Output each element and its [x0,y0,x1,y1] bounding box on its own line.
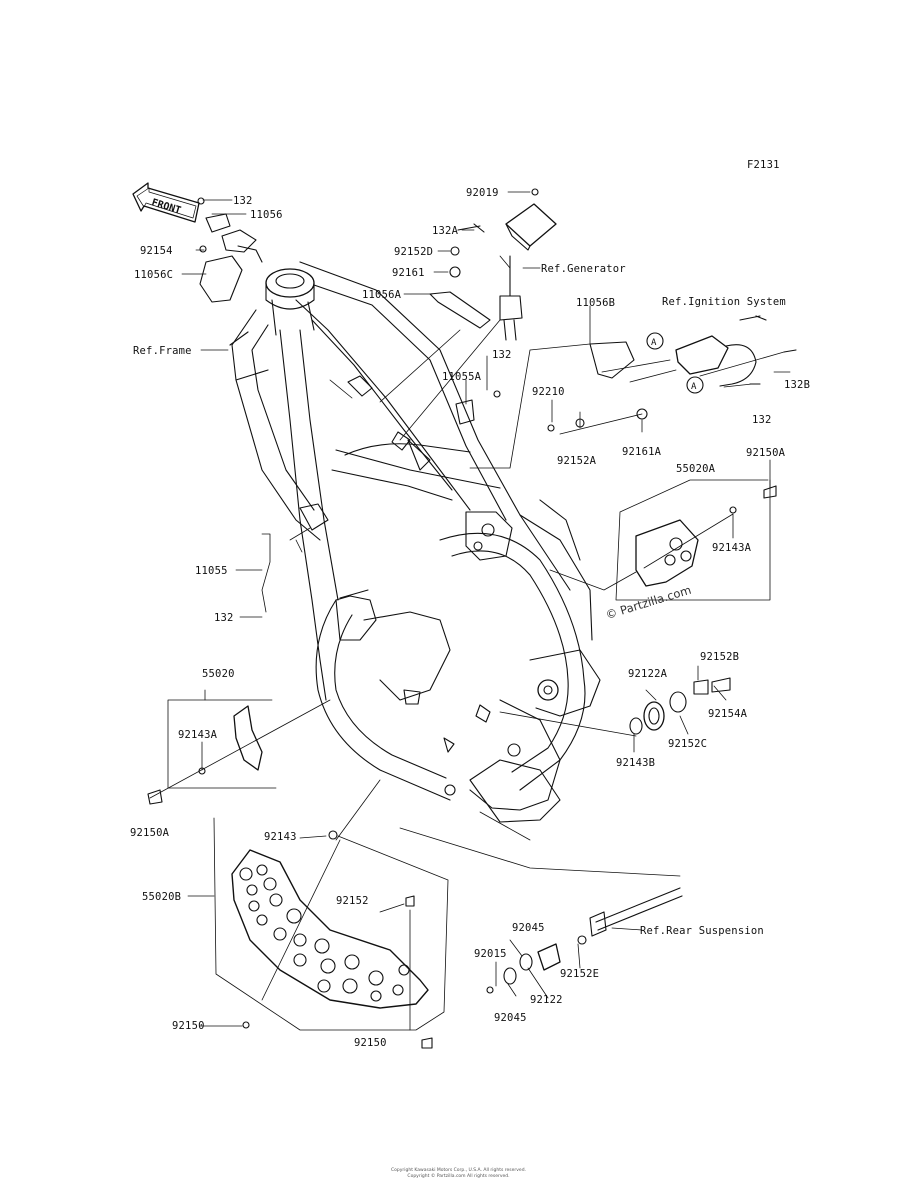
label-92152: 92152 [336,895,369,907]
label-11056b: 11056B [576,297,616,309]
label-92152c: 92152C [668,738,708,750]
label-132-right: 132 [752,414,772,426]
label-55020a: 55020A [676,463,716,475]
label-92143: 92143 [264,831,297,843]
front-arrow-icon: FRONT [132,182,200,223]
callout-a-bottom: A [691,382,697,392]
label-11056: 11056 [250,209,283,221]
label-92122: 92122 [530,994,563,1006]
label-11056a: 11056A [362,289,402,301]
label-92154a: 92154A [708,708,748,720]
label-92019: 92019 [466,187,499,199]
footer-copyright-1: Copyright Kawasaki Motors Corp., U.S.A. … [391,1168,526,1173]
label-132a: 132A [432,225,459,237]
ignition-assembly: A A [455,315,797,432]
rear-suspension-parts [486,887,683,994]
engine-guard-55020 [147,705,263,805]
label-92152b: 92152B [700,651,740,663]
label-92152a: 92152A [557,455,597,467]
label-ref-generator: Ref.Generator [541,263,626,275]
leader-lines [149,191,791,1031]
label-ref-frame: Ref.Frame [133,345,192,357]
label-55020: 55020 [202,668,235,680]
label-92045-bottom: 92045 [494,1012,527,1024]
pivot-parts [629,677,731,735]
label-132-mid: 132 [492,349,512,361]
motorcycle-frame [229,261,601,823]
label-92210: 92210 [532,386,565,398]
label-92150-bottom: 92150 [354,1037,387,1049]
label-92015: 92015 [474,948,507,960]
figure-id: F2131 [747,159,780,171]
skid-plate-55020b [231,830,433,1049]
label-ref-ignition: Ref.Ignition System [662,296,786,308]
label-92122a: 92122A [628,668,668,680]
label-92154: 92154 [140,245,173,257]
label-92161a: 92161A [622,446,662,458]
front-bracket-assembly [197,197,263,303]
engine-guard-55020a [635,485,777,587]
label-92150a-right: 92150A [746,447,786,459]
label-11055a: 11055A [442,371,482,383]
label-92150a-left: 92150A [130,827,170,839]
label-11056c: 11056C [134,269,174,281]
label-11055: 11055 [195,565,228,577]
label-92150-left: 92150 [172,1020,205,1032]
label-132b: 132B [784,379,811,391]
label-92045-top: 92045 [512,922,545,934]
label-92152d: 92152D [394,246,434,258]
label-132-left: 132 [214,612,234,624]
label-92152e: 92152E [560,968,600,980]
label-92143a-right: 92143A [712,542,752,554]
label-132-top: 132 [233,195,253,207]
label-92143b: 92143B [616,757,656,769]
label-ref-rear-suspension: Ref.Rear Suspension [640,925,764,937]
generator-assembly [429,188,557,341]
callout-a-top: A [651,338,657,348]
label-92161: 92161 [392,267,425,279]
footer-copyright-2: Copyright © Partzilla.com All rights res… [407,1174,510,1179]
label-92143a-left: 92143A [178,729,218,741]
label-55020b: 55020B [142,891,182,903]
